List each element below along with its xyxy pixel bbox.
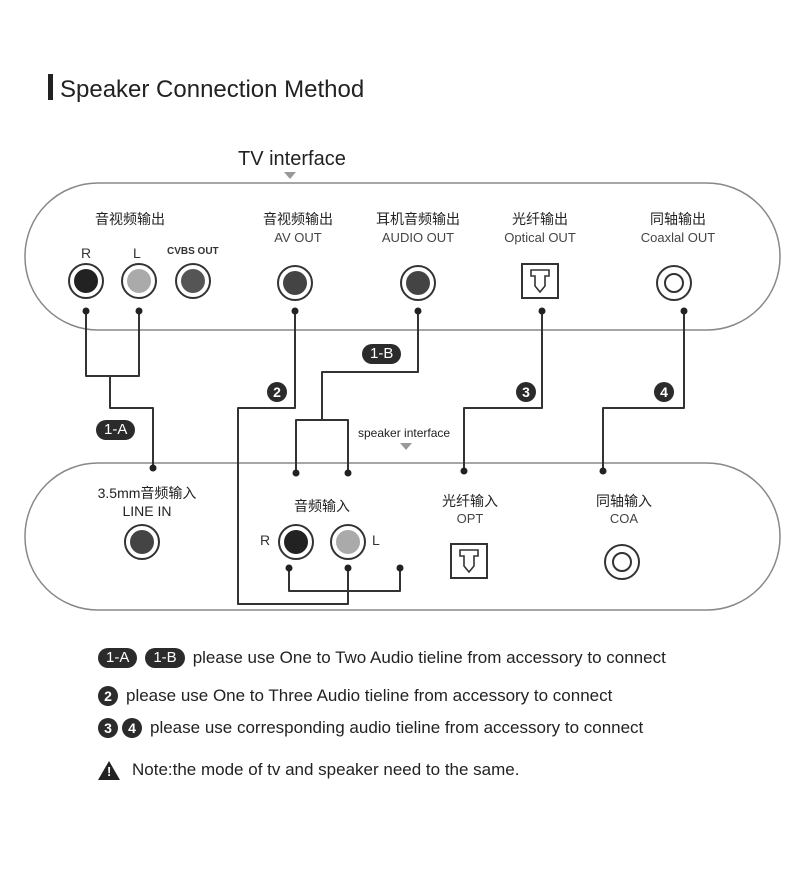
legend-row-note: Note:the mode of tv and speaker need to … — [98, 758, 519, 782]
cable-2-run — [237, 311, 349, 605]
cable-dot — [291, 307, 299, 315]
cable-2-split — [288, 568, 401, 592]
cable-dot — [285, 564, 293, 572]
tv-av-out-cn-label-1: 音视频输出 — [95, 211, 165, 227]
cable-1a-split — [85, 311, 140, 377]
tv-cvbs-label: CVBS OUT — [167, 246, 219, 257]
warning-icon — [98, 760, 120, 780]
tv-r-label: R — [81, 245, 92, 261]
tv-interface-label: TV interface — [238, 148, 346, 170]
speaker-audio-in-cn-label: 音频输入 — [294, 498, 350, 514]
cable-dot — [538, 307, 546, 315]
cable-dot — [599, 467, 607, 475]
legend-marker-2: 2 — [98, 686, 118, 706]
cable-dot — [344, 469, 352, 477]
marker-2: 2 — [267, 382, 287, 402]
marker-3: 3 — [516, 382, 536, 402]
cable-dot — [344, 564, 352, 572]
speaker-r-label: R — [260, 532, 271, 548]
tv-panel — [24, 182, 781, 331]
cable-dot — [396, 564, 404, 572]
tv-audio-out-cn-label: 耳机音频输出 — [376, 211, 460, 227]
cable-dot — [680, 307, 688, 315]
legend-marker-1b: 1-B — [145, 648, 185, 668]
tv-pointer-icon — [284, 172, 296, 179]
legend-marker-3: 3 — [98, 718, 118, 738]
legend-text-1: please use One to Two Audio tieline from… — [192, 648, 666, 667]
cable-1b-run — [321, 311, 419, 420]
legend-row-2: 2 please use One to Three Audio tieline … — [98, 684, 612, 708]
tv-l-jack-icon — [121, 263, 157, 299]
speaker-l-jack-icon — [330, 524, 366, 560]
speaker-optical-cn-label: 光纤输入 — [442, 493, 498, 509]
tv-audio-out-en-label: AUDIO OUT — [381, 230, 455, 245]
tv-optical-cn-label: 光纤输出 — [512, 211, 568, 227]
title-bar — [48, 74, 53, 100]
tv-l-label: L — [133, 245, 141, 261]
legend-note: Note:the mode of tv and speaker need to … — [132, 760, 520, 779]
speaker-coaxial-jack-icon — [604, 544, 640, 580]
cable-dot — [82, 307, 90, 315]
tv-av-out-en-label: AV OUT — [274, 230, 322, 245]
speaker-coaxial-cn-label: 同轴输入 — [596, 493, 652, 509]
legend-row-3: 3 4 please use corresponding audio tieli… — [98, 716, 643, 740]
tv-coaxial-en-label: Coaxlal OUT — [640, 230, 716, 245]
cable-dot — [414, 307, 422, 315]
page-title: Speaker Connection Method — [60, 76, 365, 103]
speaker-line-in-cn-label: 3.5mm音频输入 — [97, 485, 197, 501]
marker-1b: 1-B — [362, 344, 402, 364]
tv-coaxial-cn-label: 同轴输出 — [650, 211, 706, 227]
legend-marker-1a: 1-A — [98, 648, 138, 668]
cable-dot — [460, 467, 468, 475]
tv-optical-port-icon — [521, 263, 559, 299]
legend-row-1: 1-A 1-B please use One to Two Audio tiel… — [98, 646, 666, 670]
speaker-coaxial-en-label: COA — [609, 511, 639, 526]
tv-cvbs-jack-icon — [175, 263, 211, 299]
speaker-line-in-jack-icon — [124, 524, 160, 560]
speaker-l-label: L — [372, 532, 380, 548]
speaker-optical-port-icon — [450, 543, 488, 579]
speaker-panel — [24, 462, 781, 611]
speaker-interface-label: speaker interface — [358, 426, 451, 440]
tv-coaxial-jack-icon — [656, 265, 692, 301]
marker-4: 4 — [654, 382, 674, 402]
cable-4-run — [602, 311, 685, 470]
tv-r-jack-icon — [68, 263, 104, 299]
legend-marker-4: 4 — [122, 718, 142, 738]
tv-optical-en-label: Optical OUT — [504, 230, 576, 245]
legend-text-3: please use corresponding audio tieline f… — [150, 718, 644, 737]
cable-1b-split — [295, 419, 349, 471]
cable-1a-run — [109, 376, 154, 466]
speaker-pointer-icon — [400, 443, 412, 450]
cable-dot — [135, 307, 143, 315]
marker-1a: 1-A — [96, 420, 136, 440]
tv-audio-out-jack-icon — [400, 265, 436, 301]
tv-av-out-cn-label-2: 音视频输出 — [263, 211, 333, 227]
cable-dot — [149, 464, 157, 472]
speaker-line-in-en-label: LINE IN — [122, 503, 172, 519]
cable-3-run — [463, 311, 543, 470]
tv-av-out-jack-icon — [277, 265, 313, 301]
speaker-r-jack-icon — [278, 524, 314, 560]
speaker-optical-en-label: OPT — [456, 511, 484, 526]
cable-dot — [292, 469, 300, 477]
legend-text-2: please use One to Three Audio tieline fr… — [126, 686, 613, 705]
